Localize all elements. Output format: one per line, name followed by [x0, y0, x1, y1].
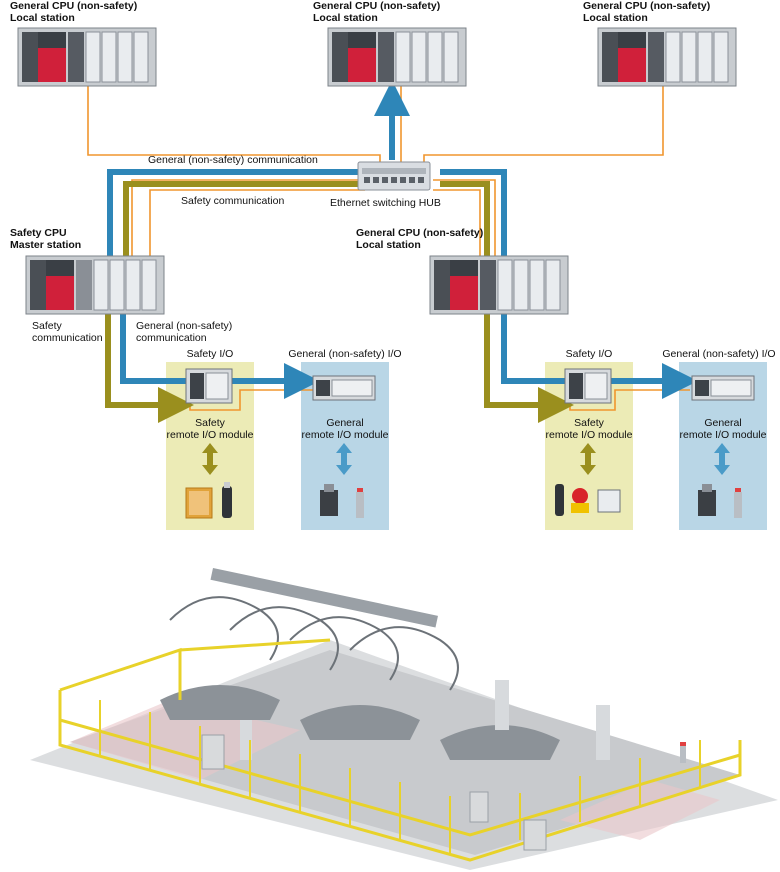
right-general-io-module — [691, 375, 755, 401]
station-label-line2: Local station — [583, 12, 648, 24]
left-general-devices — [320, 484, 364, 518]
left-general-module-label: General remote I/O module — [295, 417, 395, 441]
station-label-line1: General CPU (non-safety) — [583, 0, 711, 12]
left-safety-module-label: Safety remote I/O module — [160, 417, 260, 441]
right-general-devices — [698, 484, 742, 518]
plc-rack-top-left — [17, 27, 157, 87]
label-line1: General — [704, 417, 742, 429]
station-label-mid-right: General CPU (non-safety) Local station — [356, 227, 483, 251]
safety-communication-label: Safety communication — [181, 195, 285, 207]
ethernet-hub — [357, 161, 431, 191]
label-line1: Safety — [195, 417, 225, 429]
station-label-top-center: General CPU (non-safety) Local station — [313, 0, 440, 24]
left-general-io-title: General (non-safety) I/O — [288, 348, 402, 360]
plc-rack-top-center — [327, 27, 467, 87]
right-safety-module-label: Safety remote I/O module — [539, 417, 639, 441]
plc-rack-top-right — [597, 27, 737, 87]
label-line2: communication — [136, 332, 207, 344]
label-line1: Safety — [574, 417, 604, 429]
right-safety-devices — [555, 484, 621, 516]
label-line2: remote I/O module — [166, 429, 254, 441]
right-safety-io-title: Safety I/O — [565, 348, 613, 360]
left-safety-devices — [185, 482, 232, 519]
station-label-line2: Local station — [313, 12, 378, 24]
plc-rack-safety-master — [25, 255, 165, 315]
station-label-line1: General CPU (non-safety) — [313, 0, 441, 12]
right-general-module-label: General remote I/O module — [673, 417, 773, 441]
station-label-line1: Safety CPU — [10, 227, 67, 239]
label-line1: General (non-safety) — [136, 320, 233, 332]
ethernet-hub-label: Ethernet switching HUB — [330, 197, 441, 209]
factory-cell-illustration — [30, 568, 778, 870]
label-line1: Safety — [32, 320, 62, 332]
right-general-io-title: General (non-safety) I/O — [662, 348, 776, 360]
station-label-line1: General CPU (non-safety) — [10, 0, 138, 12]
label-line1: General — [326, 417, 364, 429]
label-line2: remote I/O module — [545, 429, 633, 441]
station-label-safety-master: Safety CPU Master station — [10, 227, 81, 251]
right-safety-io-module — [564, 368, 612, 404]
left-safety-io-title: Safety I/O — [186, 348, 234, 360]
left-general-io-module — [312, 375, 376, 401]
label-line2: communication — [32, 332, 103, 344]
label-line2: remote I/O module — [301, 429, 389, 441]
io-double-arrows — [202, 443, 730, 475]
station-label-top-right: General CPU (non-safety) Local station — [583, 0, 710, 24]
left-safety-io-module — [185, 368, 233, 404]
station-label-line2: Local station — [356, 239, 421, 251]
plc-rack-mid-right — [429, 255, 569, 315]
general-communication-label: General (non-safety) communication — [148, 154, 318, 166]
station-label-line1: General CPU (non-safety) — [356, 227, 484, 239]
station-label-line2: Master station — [10, 239, 82, 251]
left-safety-comm-label: Safety communication — [32, 320, 103, 344]
left-general-comm-label: General (non-safety) communication — [136, 320, 232, 344]
station-label-top-left: General CPU (non-safety) Local station — [10, 0, 137, 24]
label-line2: remote I/O module — [679, 429, 767, 441]
station-label-line2: Local station — [10, 12, 75, 24]
